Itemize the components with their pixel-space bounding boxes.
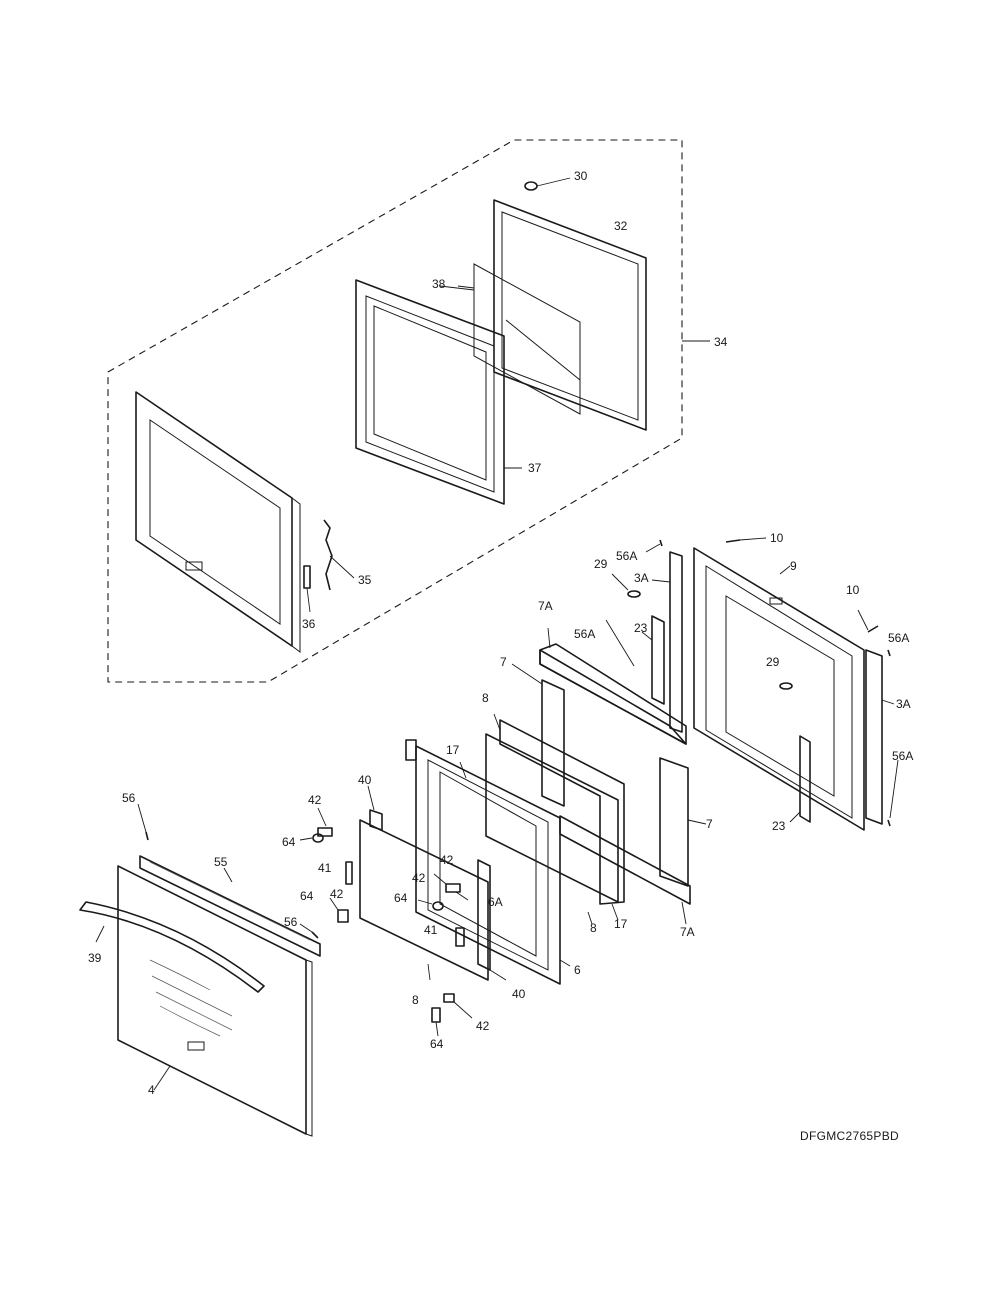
part-8-front-panel [359, 819, 489, 981]
label-64d: 64 [430, 1037, 444, 1051]
label-42b: 42 [440, 853, 454, 867]
part-42-64-small-parts [299, 807, 473, 1037]
label-32: 32 [614, 219, 628, 233]
part-10-screws [725, 537, 879, 633]
part-vent-trim-strip [139, 855, 321, 957]
part-9-door-liner [693, 547, 865, 831]
label-42c: 42 [412, 871, 426, 885]
part-36-bracket [303, 565, 311, 613]
label-10a: 10 [770, 531, 784, 545]
label-23a: 23 [634, 621, 648, 635]
part-32-outer-glass-frame [493, 199, 647, 431]
label-7a-2: 7A [680, 925, 695, 939]
part-23-hinges [641, 615, 811, 823]
label-64c: 64 [394, 891, 408, 905]
label-55: 55 [214, 855, 228, 869]
label-34: 34 [714, 335, 728, 349]
part-39-handle [79, 901, 265, 993]
part-6-inner-frame [405, 739, 571, 985]
label-9: 9 [790, 559, 797, 573]
label-64a: 64 [282, 835, 296, 849]
part-7-right-insulation [659, 757, 707, 887]
label-3a-1: 3A [634, 571, 649, 585]
label-6a: 6A [488, 895, 503, 909]
label-17b: 17 [614, 917, 628, 931]
glass-pack-boundary [107, 139, 683, 683]
label-42a: 42 [308, 793, 322, 807]
label-39: 39 [88, 951, 102, 965]
part-56-screws [137, 803, 319, 939]
part-3a-right-rail [865, 649, 895, 825]
label-40a: 40 [358, 773, 372, 787]
label-42d: 42 [330, 887, 344, 901]
part-41-clips [345, 861, 465, 947]
label-23b: 23 [772, 819, 786, 833]
part-40-brackets [367, 785, 507, 981]
label-6: 6 [574, 963, 581, 977]
label-17a: 17 [446, 743, 460, 757]
part-56a-screws [605, 539, 899, 827]
label-42e: 42 [476, 1019, 490, 1033]
label-41a: 41 [318, 861, 332, 875]
label-7a: 7 [500, 655, 507, 669]
part-17-frame [459, 719, 625, 925]
label-56a-2: 56A [574, 627, 595, 641]
label-36: 36 [302, 617, 316, 631]
label-8b: 8 [590, 921, 597, 935]
part-number-labels: 30 32 38 34 37 35 36 10 10 9 56A 56A 56A… [88, 169, 913, 1097]
part-8-panel [485, 713, 619, 903]
part-37-inner-glass-frame [355, 279, 522, 505]
inner-door-window-frame [135, 391, 301, 653]
label-35: 35 [358, 573, 372, 587]
label-56a: 56 [122, 791, 136, 805]
label-56a-4: 56A [892, 749, 913, 763]
label-37: 37 [528, 461, 542, 475]
label-30: 30 [574, 169, 588, 183]
label-64b: 64 [300, 889, 314, 903]
label-8c: 8 [412, 993, 419, 1007]
label-29b: 29 [766, 655, 780, 669]
label-38: 38 [432, 277, 446, 291]
part-7a-bottom-insulation [559, 815, 691, 925]
label-40b: 40 [512, 987, 526, 1001]
label-56b: 56 [284, 915, 298, 929]
part-4-outer-door-panel [117, 865, 313, 1137]
label-7a-1: 7A [538, 599, 553, 613]
label-10b: 10 [846, 583, 860, 597]
label-29a: 29 [594, 557, 608, 571]
part-7a-top-insulation [539, 627, 687, 745]
part-35-bracket [323, 519, 355, 591]
label-41b: 41 [424, 923, 438, 937]
part-29-plugs [611, 573, 793, 690]
model-code: DFGMC2765PBD [800, 1129, 899, 1143]
label-4: 4 [148, 1083, 155, 1097]
label-56a-3: 56A [888, 631, 909, 645]
part-7-left-insulation [511, 663, 565, 807]
part-30-clip [524, 177, 571, 191]
label-8a: 8 [482, 691, 489, 705]
label-7b: 7 [706, 817, 713, 831]
part-3a-left-rail [651, 551, 683, 733]
label-3a-2: 3A [896, 697, 911, 711]
label-56a-1: 56A [616, 549, 637, 563]
